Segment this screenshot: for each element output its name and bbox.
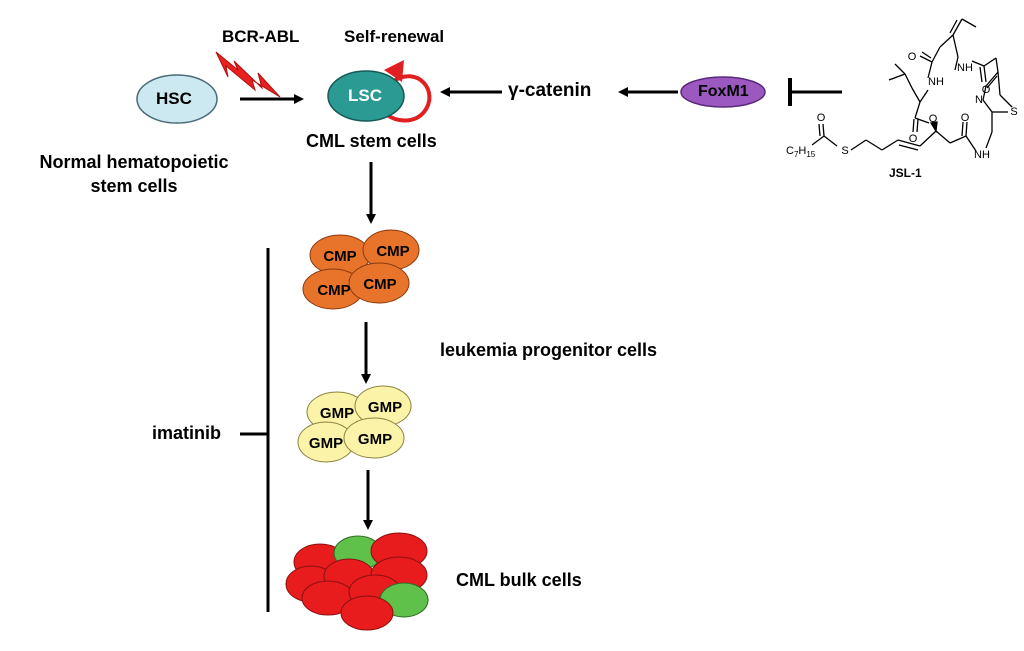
bulk-cell-red bbox=[340, 595, 394, 631]
atom-label: S bbox=[1010, 106, 1017, 118]
cmp-cluster: CMP CMP CMP CMP bbox=[302, 229, 420, 310]
normal-hsc-line1: Normal hematopoietic bbox=[39, 152, 229, 172]
gmp-label: GMP bbox=[309, 435, 343, 452]
atom-label: O bbox=[929, 113, 938, 125]
gamma-catenin-label: γ-catenin bbox=[508, 80, 592, 101]
bcr-abl-lightning-icon bbox=[215, 51, 281, 98]
c7h15-label: C7H15 bbox=[786, 145, 816, 159]
jsl1-structure bbox=[811, 18, 1013, 152]
imatinib-label: imatinib bbox=[152, 423, 222, 443]
lsc-label: LSC bbox=[348, 86, 382, 105]
atom-label: N bbox=[975, 94, 983, 106]
cmp-label: CMP bbox=[363, 276, 396, 293]
cmp-label: CMP bbox=[323, 248, 356, 265]
bcr-abl-label: BCR-ABL bbox=[222, 27, 300, 46]
hsc-cell bbox=[136, 74, 218, 124]
c7h15-h: H bbox=[798, 145, 806, 157]
atom-label: O bbox=[817, 112, 826, 124]
gmp-label: GMP bbox=[320, 405, 354, 422]
cml-bulk-label: CML bulk cells bbox=[456, 570, 582, 590]
foxm1-node bbox=[680, 76, 766, 108]
atom-label: O bbox=[982, 84, 991, 96]
foxm1-label: FoxM1 bbox=[698, 83, 749, 100]
normal-hsc-caption: Normal hematopoietic stem cells bbox=[22, 150, 246, 198]
atom-label: S bbox=[841, 145, 848, 157]
jsl1-label: JSL-1 bbox=[889, 166, 922, 180]
cml-bulk-cluster bbox=[285, 532, 429, 631]
atom-label: NH bbox=[974, 149, 990, 161]
atom-label: O bbox=[908, 51, 917, 63]
cmp-label: CMP bbox=[317, 282, 350, 299]
gmp-cluster: GMP GMP GMP GMP bbox=[297, 385, 412, 463]
normal-hsc-line2: stem cells bbox=[90, 176, 178, 196]
lsc-cell bbox=[327, 70, 405, 122]
self-renewal-arrow bbox=[384, 74, 432, 123]
cmp-cell bbox=[348, 262, 410, 304]
atom-label: O bbox=[961, 112, 970, 124]
atom-label: O bbox=[909, 133, 918, 145]
gmp-label: GMP bbox=[368, 399, 402, 416]
leukemia-progenitor-label: leukemia progenitor cells bbox=[440, 340, 658, 360]
atom-label: NH bbox=[957, 62, 973, 74]
c7h15-sub7: 7 bbox=[794, 150, 799, 159]
jsl1-atom-labels: O NH O NH O O N S O NH O S C7H15 bbox=[786, 51, 1018, 161]
c7h15-c: C bbox=[786, 145, 794, 157]
self-renewal-arrowhead-icon bbox=[384, 60, 404, 82]
self-renewal-label: Self-renewal bbox=[344, 27, 445, 46]
hsc-label: HSC bbox=[156, 89, 192, 108]
c7h15-sub15: 15 bbox=[806, 150, 815, 159]
gmp-cell bbox=[343, 417, 405, 459]
gmp-label: GMP bbox=[358, 431, 392, 448]
cml-stem-cells-label: CML stem cells bbox=[306, 131, 437, 151]
atom-label: NH bbox=[928, 76, 944, 88]
cmp-label: CMP bbox=[376, 243, 409, 260]
